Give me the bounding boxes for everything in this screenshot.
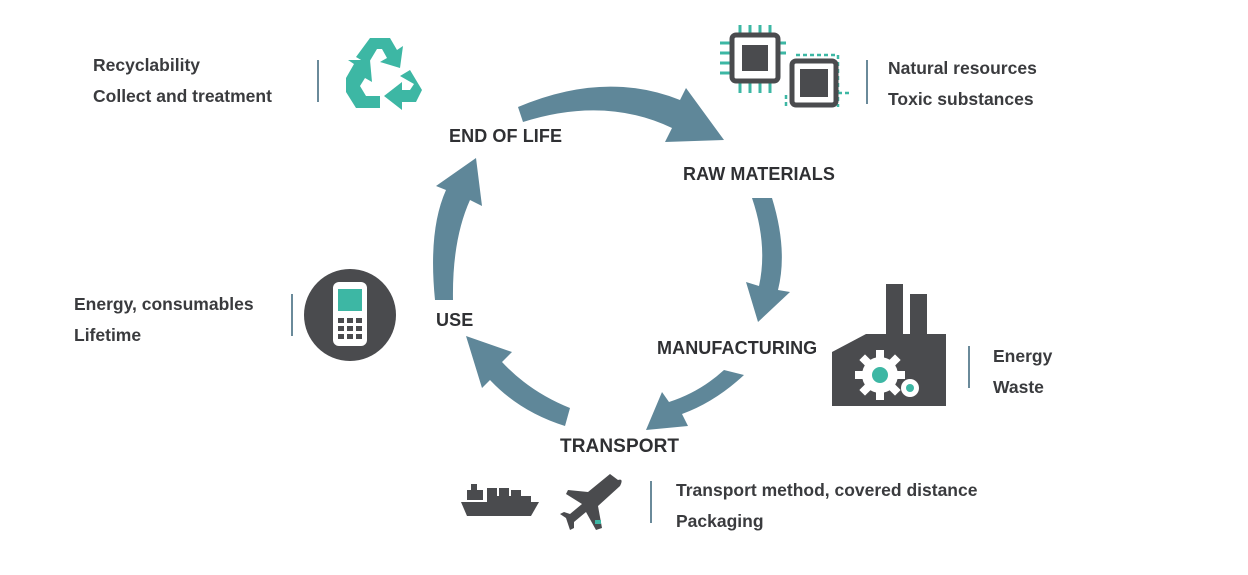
manufacturing-divider [968,346,970,388]
stage-manufacturing: MANUFACTURING [657,338,818,358]
transport-info-line: Transport method, covered distance [676,480,978,500]
transport-info-line: Packaging [676,511,764,531]
microchip-icon [720,25,850,109]
factory-icon [832,284,946,406]
stage-raw-materials: RAW MATERIALS [683,164,835,184]
use-info-line: Energy, consumables [74,294,254,314]
end-of-life-info: Recyclability Collect and treatment [93,50,272,112]
arrow-use-to-end [433,158,482,300]
arrow-end-to-raw [518,86,724,142]
stage-end-of-life: END OF LIFE [449,126,563,146]
manufacturing-info: Energy Waste [993,341,1052,403]
raw-materials-info-line: Natural resources [888,58,1037,78]
raw-materials-info-line: Toxic substances [888,89,1034,109]
use-divider [291,294,293,336]
manufacturing-info-line: Waste [993,377,1044,397]
handheld-device-icon [304,269,396,361]
recycle-icon [346,38,422,110]
use-info-line: Lifetime [74,325,142,345]
stage-transport: TRANSPORT [560,436,680,457]
airplane-icon [560,474,622,530]
arrow-manufacturing-to-transport [646,370,744,430]
use-info: Energy, consumables Lifetime [74,289,254,351]
manufacturing-info-line: Energy [993,346,1053,366]
arrow-raw-to-manufacturing [746,198,790,322]
end-of-life-info-line: Collect and treatment [93,86,272,106]
stage-use: USE [436,310,474,330]
ship-icon [461,484,539,516]
transport-info: Transport method, covered distance Packa… [676,475,977,537]
raw-materials-divider [866,60,868,104]
end-of-life-info-line: Recyclability [93,55,200,75]
raw-materials-info: Natural resources Toxic substances [888,53,1037,115]
arrow-transport-to-use [466,336,570,426]
transport-divider [650,481,652,523]
end-of-life-divider [317,60,319,102]
